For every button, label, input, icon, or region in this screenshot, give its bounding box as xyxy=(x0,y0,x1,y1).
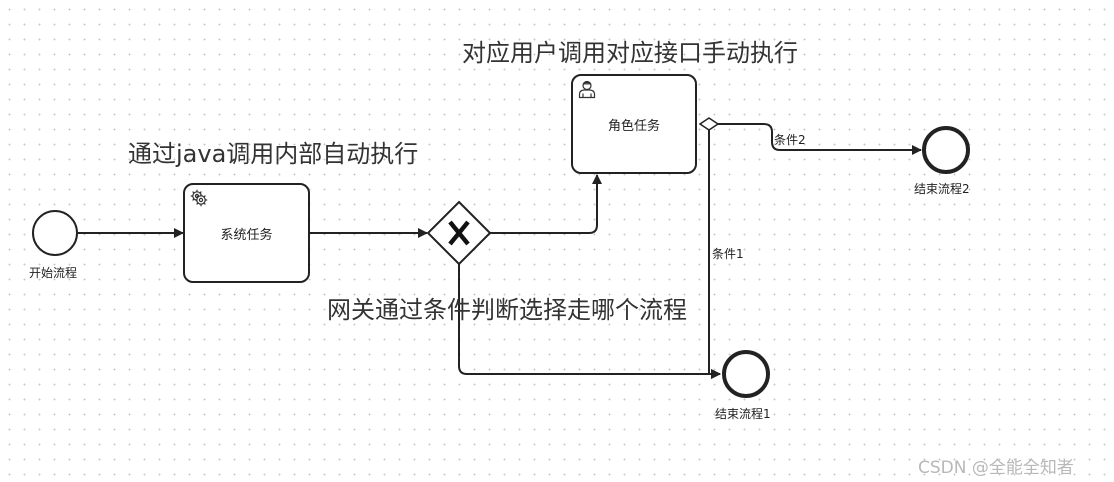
user-task-label: 角色任务 xyxy=(607,118,660,134)
flow-gateway-to-user-task[interactable] xyxy=(490,174,602,234)
user-task-annotation: 对应用户调用对应接口手动执行 xyxy=(462,39,798,67)
gear-icon xyxy=(190,189,208,207)
service-task-label: 系统任务 xyxy=(220,227,273,243)
start-event[interactable] xyxy=(32,210,78,256)
exclusive-gateway[interactable] xyxy=(426,200,492,266)
gateway-x-icon xyxy=(448,220,470,246)
flow-user-task-to-end-2[interactable] xyxy=(717,123,922,155)
conditional-flow-marker xyxy=(698,117,720,131)
end-event-2-label: 结束流程2 xyxy=(914,182,970,196)
user-task[interactable]: 角色任务 xyxy=(571,74,697,174)
condition-1-label: 条件1 xyxy=(712,247,744,261)
end-event-2[interactable] xyxy=(922,126,970,174)
service-task-annotation: 通过java调用内部自动执行 xyxy=(128,140,419,168)
start-event-label: 开始流程 xyxy=(29,266,78,280)
service-task[interactable]: 系统任务 xyxy=(183,183,310,283)
user-icon xyxy=(578,80,596,99)
end-event-1[interactable] xyxy=(722,350,770,398)
watermark: CSDN @全能全知者 xyxy=(918,458,1074,478)
flow-gateway-to-end-1[interactable] xyxy=(458,264,721,379)
end-event-1-label: 结束流程1 xyxy=(715,407,771,421)
condition-2-label: 条件2 xyxy=(774,133,806,147)
gateway-annotation: 网关通过条件判断选择走哪个流程 xyxy=(327,296,687,324)
